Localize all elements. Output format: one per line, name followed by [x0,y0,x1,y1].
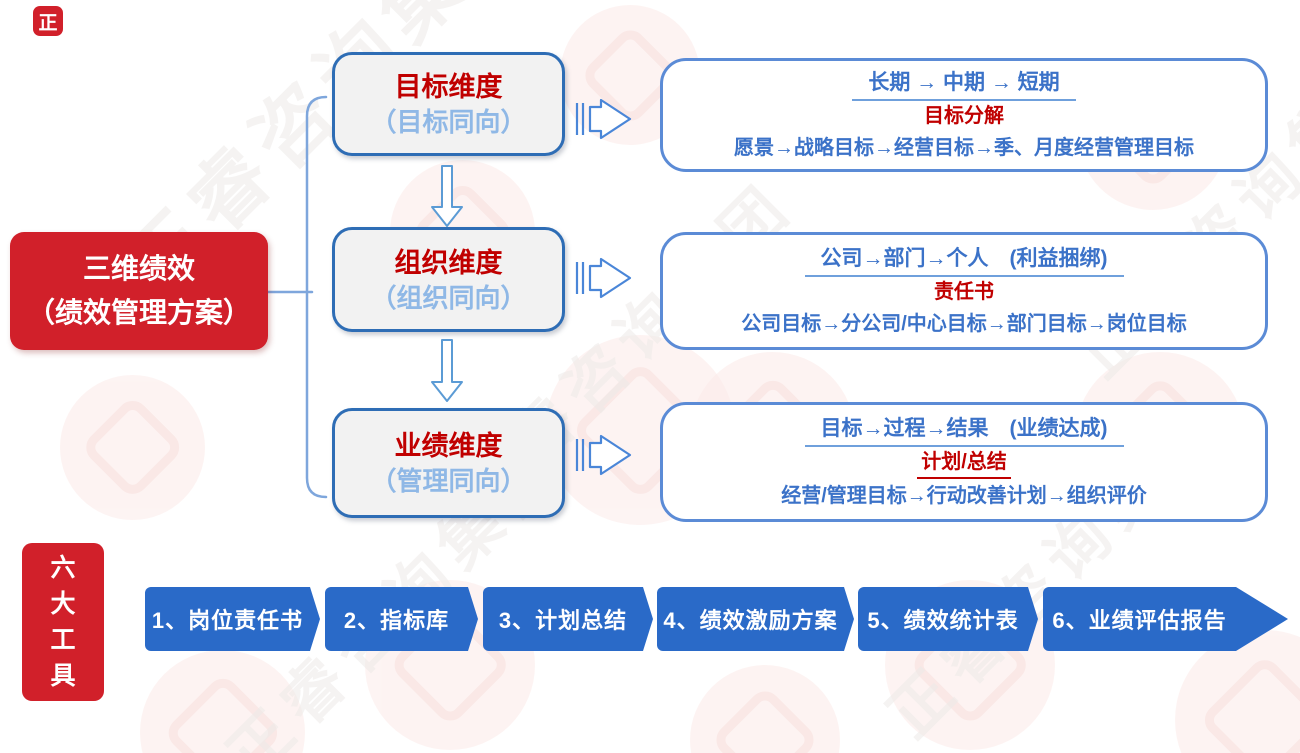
detail-chain-text: 长期 → 中期 → 短期 [852,69,1076,101]
watermark-diamond-icon [1198,653,1300,753]
detail-keyword-text: 计划/总结 [917,449,1011,479]
watermark-diamond-icon [161,671,284,753]
tools-label-box: 六 大 工 具 [22,543,104,701]
main-title-box: 三维绩效 （绩效管理方案） [10,232,268,350]
detail-chain: 公司→部门→个人 (利益捆绑) [804,245,1124,277]
tools-label-char: 大 [50,590,76,618]
dimension-box-organization: 组织维度 （组织同向） [332,227,565,332]
dimension-subtitle: （组织同向） [370,282,527,313]
dimension-subtitle: （目标同向） [370,107,527,137]
tool-banner-2: 2、指标库 [325,587,478,651]
detail-keyword-text: 目标分解 [924,104,1004,127]
dimension-box-goal: 目标维度 （目标同向） [332,52,565,156]
detail-flow: 经营/管理目标→行动改善计划→组织评价 [781,484,1147,507]
detail-keyword: 责任书 [930,279,998,307]
watermark-logo [690,665,840,753]
detail-keyword: 目标分解 [920,103,1008,131]
right-arrow-icon [575,98,632,476]
tool-banner-4: 4、绩效激励方案 [657,587,854,651]
dimension-title: 组织维度 [394,247,503,278]
main-title-line1: 三维绩效 [82,253,195,284]
watermark-logo [140,650,305,753]
dimension-title: 业绩维度 [394,431,503,461]
brace-connector [266,95,328,499]
watermark-diamond-icon [79,394,186,501]
tool-banner-6: 6、业绩评估报告 [1043,587,1288,651]
tool-banner-5: 5、绩效统计表 [858,587,1038,651]
tool-banner-3: 3、计划总结 [483,587,653,651]
detail-box-performance: 目标→过程→结果 (业绩达成) 计划/总结 经营/管理目标→行动改善计划→组织评… [660,402,1268,522]
tools-label-char: 六 [50,554,76,582]
tool-banner-1: 1、岗位责任书 [145,587,320,651]
detail-flow: 公司目标→分公司/中心目标→部门目标→岗位目标 [741,312,1187,335]
watermark-diamond-icon [709,684,821,753]
company-logo: 正 [33,6,63,36]
watermark-logo [60,375,205,520]
dimension-box-performance: 业绩维度 （管理同向） [332,408,565,518]
detail-keyword-text: 责任书 [934,280,994,303]
detail-chain-text: 公司→部门→个人 (利益捆绑) [804,245,1124,277]
detail-flow: 愿景→战略目标→经营目标→季、月度经营管理目标 [734,136,1194,159]
dimension-title: 目标维度 [394,72,503,102]
tools-label-char: 工 [50,626,76,654]
main-title-line2: （绩效管理方案） [26,297,251,328]
tools-label-char: 具 [50,662,76,690]
dimension-subtitle: （管理同向） [370,466,527,496]
detail-keyword: 计划/总结 [917,449,1011,479]
detail-box-organization: 公司→部门→个人 (利益捆绑) 责任书 公司目标→分公司/中心目标→部门目标→岗… [660,232,1268,350]
company-logo-glyph: 正 [38,12,58,34]
detail-chain-text: 目标→过程→结果 (业绩达成) [804,415,1124,447]
detail-chain: 长期 → 中期 → 短期 [852,69,1076,101]
detail-chain: 目标→过程→结果 (业绩达成) [804,415,1124,447]
detail-box-goal: 长期 → 中期 → 短期 目标分解 愿景→战略目标→经营目标→季、月度经营管理目… [660,58,1268,172]
